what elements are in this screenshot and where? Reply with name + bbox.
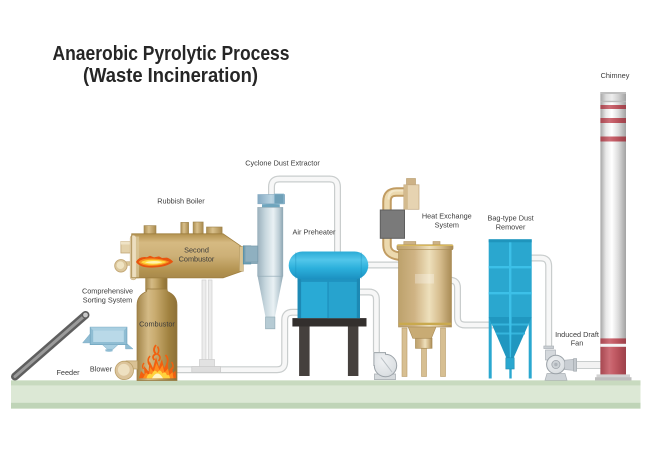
svg-text:Chimney: Chimney [601, 71, 630, 80]
svg-text:Rubbish Boiler: Rubbish Boiler [157, 197, 205, 206]
svg-text:Combustor: Combustor [179, 255, 215, 264]
svg-text:Air Preheater: Air Preheater [293, 228, 337, 237]
svg-text:Bag-type Dust: Bag-type Dust [487, 214, 533, 223]
svg-text:Fan: Fan [571, 339, 584, 348]
svg-text:Comprehensive: Comprehensive [82, 287, 133, 296]
svg-text:Anaerobic Pyrolytic Process: Anaerobic Pyrolytic Process [53, 43, 290, 65]
svg-text:Remover: Remover [496, 223, 526, 232]
svg-text:Cyclone Dust Extractor: Cyclone Dust Extractor [245, 159, 320, 168]
svg-text:System: System [435, 221, 459, 230]
svg-text:Blower: Blower [90, 365, 113, 374]
svg-text:(Waste Incineration): (Waste Incineration) [83, 65, 258, 87]
svg-text:Induced Draft: Induced Draft [555, 330, 599, 339]
svg-text:Sorting System: Sorting System [83, 296, 132, 305]
svg-text:Second: Second [184, 246, 209, 255]
svg-text:Feeder: Feeder [56, 368, 80, 377]
svg-text:Heat Exchange: Heat Exchange [422, 212, 472, 221]
svg-text:Combustor: Combustor [139, 320, 175, 329]
